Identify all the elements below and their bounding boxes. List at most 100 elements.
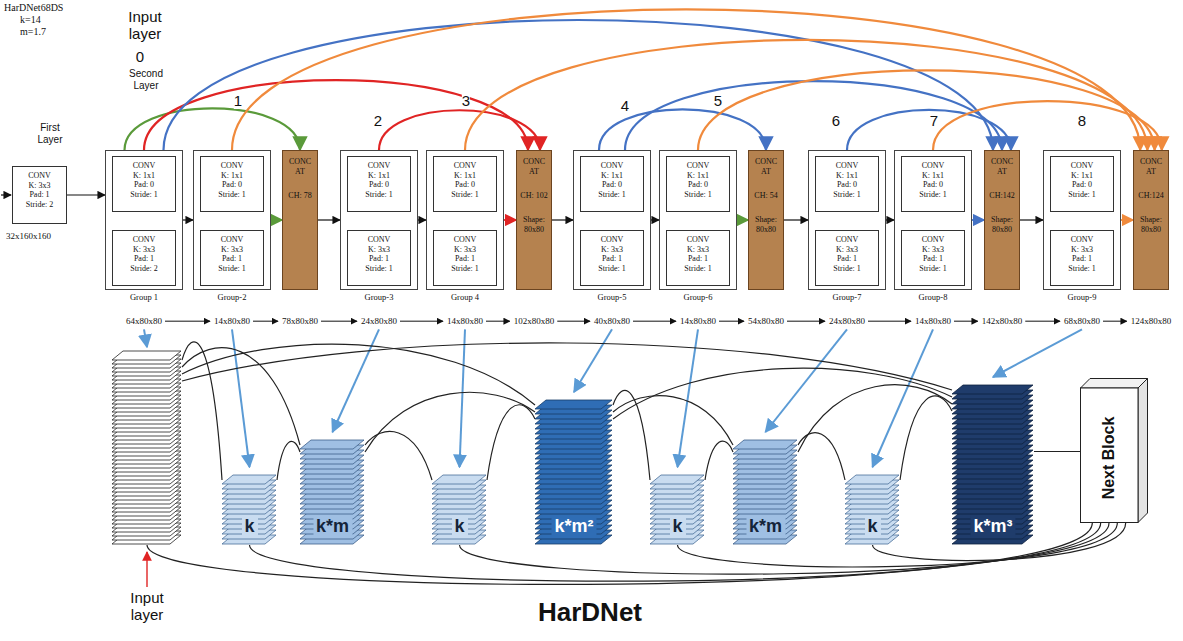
stack-sheet — [300, 440, 364, 449]
flow-arrow — [321, 321, 357, 322]
conv-box: CONVK: 1x1Pad: 0Stride: 1 — [580, 156, 644, 212]
conv-text: Stride: 1 — [583, 190, 641, 200]
shape-label: 14x80x80 — [214, 316, 250, 326]
feature-stack: k — [222, 470, 277, 545]
conv-text: CONV — [203, 161, 261, 171]
stack-label: k — [241, 516, 257, 537]
conv-text: K: 3x3 — [669, 245, 727, 255]
conv-text: CONV — [904, 235, 962, 245]
feature-stack: k*m — [733, 435, 798, 545]
stack-label: k*m² — [551, 516, 596, 537]
conv-text: Stride: 1 — [1053, 190, 1111, 200]
conv-box: CONVK: 3x3Pad: 1Stride: 1 — [580, 230, 644, 286]
conv-box: CONVK: 3x3Pad: 1Stride: 1 — [815, 230, 879, 286]
feature-stack: k*m³ — [952, 380, 1034, 545]
connector — [182, 344, 535, 405]
shape-label: 14x80x80 — [915, 316, 951, 326]
shape-label: 142x80x80 — [982, 316, 1023, 326]
conv-text: K: 1x1 — [583, 171, 641, 181]
flow-arrow — [954, 321, 978, 322]
callout-number: 6 — [832, 112, 840, 129]
conv-text: Pad: 1 — [350, 254, 408, 264]
conv-text: Stride: 2 — [115, 264, 173, 274]
block-face — [1081, 388, 1139, 523]
connector — [365, 392, 535, 452]
conv-text: Stride: 1 — [669, 190, 727, 200]
connector — [271, 219, 282, 221]
conv-text: K: 3x3 — [818, 245, 876, 255]
conv-box: CONVK: 1x1Pad: 0Stride: 1 — [901, 156, 965, 212]
leader-arrow — [144, 329, 147, 347]
connector — [182, 348, 300, 445]
connector — [737, 219, 748, 221]
connector — [365, 431, 432, 480]
concat-box: CONC ATCH:142Shape: 80x80 — [984, 150, 1020, 290]
conv-text: Pad: 0 — [818, 180, 876, 190]
concat-text: Shape: 80x80 — [987, 215, 1017, 235]
shape-label: 124x80x80 — [1131, 316, 1172, 326]
conv-box: CONVK: 1x1Pad: 0Stride: 1 — [200, 156, 264, 212]
stack-sheet — [952, 385, 1033, 394]
callout-number: 7 — [930, 112, 938, 129]
group-label: Group-2 — [218, 292, 247, 302]
conv-text: CONV — [818, 161, 876, 171]
group-box: Group 4CONVK: 1x1Pad: 0Stride: 1CONVK: 3… — [426, 150, 504, 290]
callout-number: 3 — [462, 92, 470, 109]
connector — [798, 385, 952, 452]
connector — [277, 441, 300, 480]
conv-text: Pad: 1 — [115, 254, 173, 264]
stack-label: k — [669, 516, 685, 537]
group-label: Group 4 — [451, 292, 479, 302]
connector — [182, 342, 222, 480]
conv-text: K: 3x3 — [350, 245, 408, 255]
concat-text: CH:124 — [1136, 191, 1166, 201]
stack-sheet — [733, 440, 797, 449]
group-box: Group 1CONVK: 1x1Pad: 0Stride: 1CONVK: 3… — [105, 150, 183, 290]
connector — [625, 81, 1002, 150]
stack-sheet — [650, 475, 704, 484]
conv-text: CONV — [436, 235, 494, 245]
conv-text: CONV — [115, 235, 173, 245]
group-label: Group-5 — [598, 292, 627, 302]
feature-stack: k — [432, 470, 487, 545]
conv-text: Pad: 0 — [583, 180, 641, 190]
conv-text: Stride: 2 — [15, 200, 64, 210]
connector — [698, 70, 1155, 150]
conv-text: CONV — [15, 171, 64, 181]
connector — [1034, 451, 1080, 452]
conv-text: Stride: 1 — [350, 190, 408, 200]
conv-text: Stride: 1 — [904, 264, 962, 274]
leader-arrow — [574, 329, 612, 392]
conv-box: CONVK: 3x3Pad: 1Stride: 1 — [666, 230, 730, 286]
flow-arrow — [1025, 321, 1060, 322]
conv-text: Pad: 0 — [904, 180, 962, 190]
callout-number: 2 — [374, 112, 382, 129]
shape-label: 68x80x80 — [1064, 316, 1100, 326]
group-box: Group-5CONVK: 1x1Pad: 0Stride: 1CONVK: 3… — [573, 150, 651, 290]
leader-arrow — [993, 329, 1082, 377]
next-block: Next Block — [1080, 378, 1148, 523]
flow-arrow — [557, 321, 590, 322]
connector — [972, 219, 984, 221]
conv-text: CONV — [115, 161, 173, 171]
feature-stack: k*m — [300, 435, 365, 545]
connector — [147, 523, 1092, 584]
stack-label: k*m — [313, 516, 352, 537]
stack-sheet — [112, 351, 181, 360]
conv-text: K: 3x3 — [203, 245, 261, 255]
diagram-title: HarDNet — [538, 598, 642, 628]
concat-text: Shape: 80x80 — [519, 215, 549, 235]
callout-number: 0 — [136, 48, 144, 65]
conv-text: Pad: 1 — [203, 254, 261, 264]
connector — [182, 343, 952, 390]
group-label: Group-7 — [833, 292, 862, 302]
shape-label: 14x80x80 — [447, 316, 483, 326]
callout-number: 5 — [714, 92, 722, 109]
title-text: HarDNet68DS — [4, 2, 63, 14]
group-label: Group 1 — [130, 292, 158, 302]
flow-arrow — [253, 321, 278, 322]
block-label: Next Block — [1100, 416, 1118, 499]
connector — [613, 368, 952, 419]
conv-text: K: 1x1 — [350, 171, 408, 181]
connector — [418, 219, 426, 220]
